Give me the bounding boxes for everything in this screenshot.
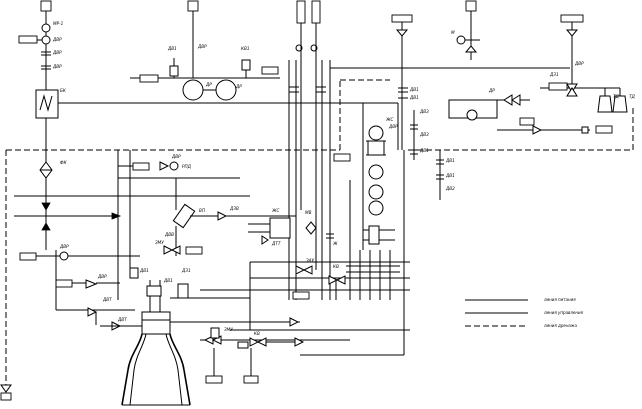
svg-text:КВ: КВ — [333, 264, 339, 269]
svg-text:ДВ3: ДВ3 — [419, 109, 429, 114]
svg-text:ДВ1: ДВ1 — [445, 158, 455, 163]
svg-text:КВ: КВ — [254, 331, 260, 336]
main-chamber: ДВ1 ДЗ1 ДВ1 — [121, 267, 191, 406]
drain-loop — [0, 79, 634, 401]
lower-center-valves: ЗАУ КВ ЗМУ КВ — [170, 258, 410, 384]
inlet-tag-right — [391, 14, 413, 37]
svg-text:ДВВ: ДВВ — [164, 232, 174, 237]
svg-text:ДВ1: ДВ1 — [409, 95, 419, 100]
svg-text:ДВ1: ДВ1 — [167, 46, 177, 51]
right-lower-lines: ДВ1 ДВ1 ДВ2 — [300, 150, 455, 356]
svg-text:ДВ3: ДВ3 — [419, 132, 429, 137]
svg-text:ЗАУ: ЗАУ — [306, 258, 315, 263]
left-column-components: МР-1 ДВР ДВР ДВР БК — [18, 21, 67, 150]
left-lower-valves: ДВР ДВР ДВТ ДВТ — [19, 244, 145, 331]
svg-text:ДВР: ДВР — [59, 244, 69, 249]
svg-text:ДР: ДР — [205, 82, 212, 87]
svg-text:ЗМУ: ЗМУ — [224, 327, 233, 332]
turbopump-stack: ЖС ДВР — [333, 103, 398, 250]
legend-label-feed: линия питания — [543, 297, 576, 302]
legend-label-drain: линия дренажа — [543, 323, 577, 328]
inlet-tag-left — [40, 0, 52, 22]
right-top-components: ДВ1 ДВ1 ДВ3 ДВ3 ДВ1 М ДР — [330, 30, 570, 160]
svg-text:ДЗВ: ДЗВ — [229, 206, 239, 211]
svg-text:ДТТ: ДТТ — [271, 241, 281, 246]
svg-text:ДВР: ДВР — [574, 61, 584, 66]
svg-text:ЗМУ: ЗМУ — [155, 240, 164, 245]
svg-text:ДВР: ДВР — [52, 64, 62, 69]
center-bundle: МВ — [288, 44, 331, 300]
legend-label-control: линия управления — [543, 310, 584, 315]
svg-text:М: М — [451, 30, 455, 35]
svg-text:ДЗ1: ДЗ1 — [549, 72, 559, 77]
svg-text:ДВР: ДВР — [197, 44, 207, 49]
left-mid-flow: ФК ДВР РПД — [14, 150, 250, 300]
svg-text:ВП: ВП — [199, 208, 206, 213]
svg-text:ДВР: ДВР — [171, 154, 181, 159]
svg-text:ДЗ1: ДЗ1 — [181, 268, 191, 273]
svg-text:Ж: Ж — [332, 241, 338, 246]
svg-text:ДР: ДР — [488, 88, 495, 93]
svg-text:ДВ1: ДВ1 — [139, 268, 149, 273]
svg-text:ДВ1: ДВ1 — [409, 87, 419, 92]
legend: линия питания линия управления линия дре… — [465, 297, 584, 328]
svg-text:ТД: ТД — [629, 94, 636, 99]
svg-text:ДВР: ДВР — [388, 124, 398, 129]
inlet-tag-mid — [187, 0, 199, 60]
svg-text:ДВР: ДВР — [52, 37, 62, 42]
svg-text:ДВР: ДВР — [97, 274, 107, 279]
svg-text:КВ1: КВ1 — [241, 46, 250, 51]
svg-text:ЖС: ЖС — [271, 208, 280, 213]
svg-text:МВ: МВ — [305, 210, 312, 215]
inlet-tag-far-right — [465, 0, 584, 60]
right-flasks: ДЗ1 ДВР ТД ТД — [497, 36, 636, 135]
svg-text:ДВ1: ДВ1 — [445, 173, 455, 178]
svg-text:РПД: РПД — [182, 164, 192, 169]
svg-text:ЖС: ЖС — [385, 117, 394, 122]
inlet-tag-pair — [296, 0, 321, 60]
gas-generator-area: ВП ДЗВ ЗМУ ДВВ ЖС ДТТ Ж — [155, 178, 338, 256]
svg-text:ДВ2: ДВ2 — [445, 186, 455, 191]
valve-row-upper: ДВ1 ДВР ДР ДР КВ1 — [130, 44, 280, 101]
svg-text:ТД: ТД — [613, 94, 620, 99]
svg-text:ДВТ: ДВТ — [117, 317, 127, 322]
svg-text:ДВТ: ДВТ — [102, 297, 112, 302]
svg-text:ДР: ДР — [235, 84, 242, 89]
svg-text:ДВ1: ДВ1 — [163, 278, 173, 283]
svg-text:БК: БК — [60, 88, 67, 93]
svg-text:ДВ1: ДВ1 — [419, 148, 429, 153]
svg-text:ФК: ФК — [60, 160, 68, 165]
svg-text:ДВР: ДВР — [52, 50, 62, 55]
svg-text:МР-1: МР-1 — [53, 21, 64, 26]
